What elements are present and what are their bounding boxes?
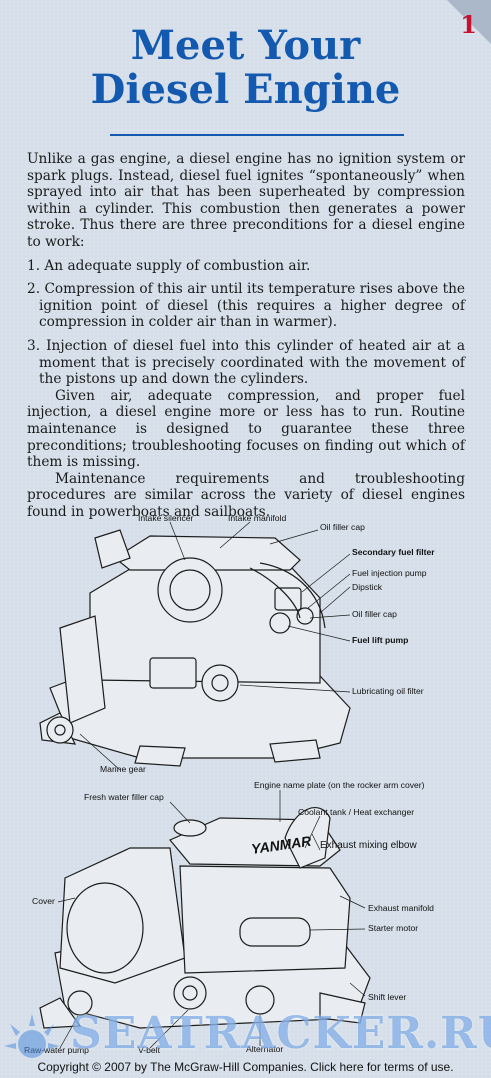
- precondition-2: 2. Compression of this air until its tem…: [27, 281, 465, 331]
- label-alternator: Alternator: [246, 1044, 284, 1054]
- paragraph-3: Maintenance requirements and troubleshoo…: [27, 470, 465, 520]
- label-intake-silencer: Intake silencer: [138, 513, 194, 523]
- page-number: 1: [460, 10, 477, 39]
- page-corner-fold: [447, 0, 491, 44]
- label-secondary-fuel-filter: Secondary fuel filter: [352, 547, 435, 557]
- title-line-2: Diesel Engine: [90, 66, 401, 113]
- page-title: Meet Your Diesel Engine: [0, 24, 491, 112]
- label-raw-water-pump: Raw-water pump: [24, 1045, 89, 1055]
- title-line-1: Meet Your: [130, 22, 361, 69]
- precondition-3: 3. Injection of diesel fuel into this cy…: [27, 337, 465, 388]
- copyright-footer[interactable]: Copyright © 2007 by The McGraw-Hill Comp…: [37, 1060, 454, 1074]
- label-marine-gear: Marine gear: [100, 764, 146, 774]
- title-rule: [110, 134, 404, 136]
- label-intake-manifold: Intake manifold: [228, 513, 287, 523]
- label-shift-lever: Shift lever: [368, 992, 407, 1002]
- label-cover: Cover: [32, 896, 55, 906]
- label-engine-name-plate: Engine name plate (on the rocker arm cov…: [254, 780, 425, 790]
- label-oil-filler-cap-top: Oil filler cap: [320, 522, 365, 532]
- label-coolant-tank: Coolant tank / Heat exchanger: [298, 807, 415, 817]
- watermark-text: SEATRACKER.RU: [70, 1008, 491, 1059]
- label-lubricating-oil-filter: Lubricating oil filter: [352, 686, 424, 696]
- label-dipstick: Dipstick: [352, 582, 383, 592]
- engine-illustration-top: [39, 521, 351, 771]
- watermark-sun-icon: [4, 1014, 60, 1058]
- label-starter-motor: Starter motor: [368, 923, 419, 933]
- label-fresh-water-filler-cap: Fresh water filler cap: [84, 792, 164, 802]
- label-exhaust-mixing-elbow: Exhaust mixing elbow: [320, 840, 417, 851]
- label-exhaust-manifold: Exhaust manifold: [368, 903, 434, 913]
- label-oil-filler-cap-side: Oil filler cap: [352, 609, 397, 619]
- label-fuel-injection-pump: Fuel injection pump: [352, 568, 427, 578]
- engine-illustration-bottom: YANMAR: [39, 790, 371, 1049]
- engine-figure-bottom: YANMAR Fresh water filler cap Engine nam…: [20, 778, 480, 1058]
- paragraph-2: Given air, adequate compression, and pro…: [27, 387, 465, 471]
- intro-paragraph: Unlike a gas engine, a diesel engine has…: [27, 151, 465, 250]
- label-fuel-lift-pump: Fuel lift pump: [352, 635, 409, 645]
- body-text: Unlike a gas engine, a diesel engine has…: [27, 151, 465, 520]
- engine-figure-top: Intake silencer Intake manifold Oil fill…: [20, 508, 480, 778]
- label-v-belt: V-belt: [138, 1045, 160, 1055]
- precondition-1: 1. An adequate supply of combustion air.: [27, 257, 311, 274]
